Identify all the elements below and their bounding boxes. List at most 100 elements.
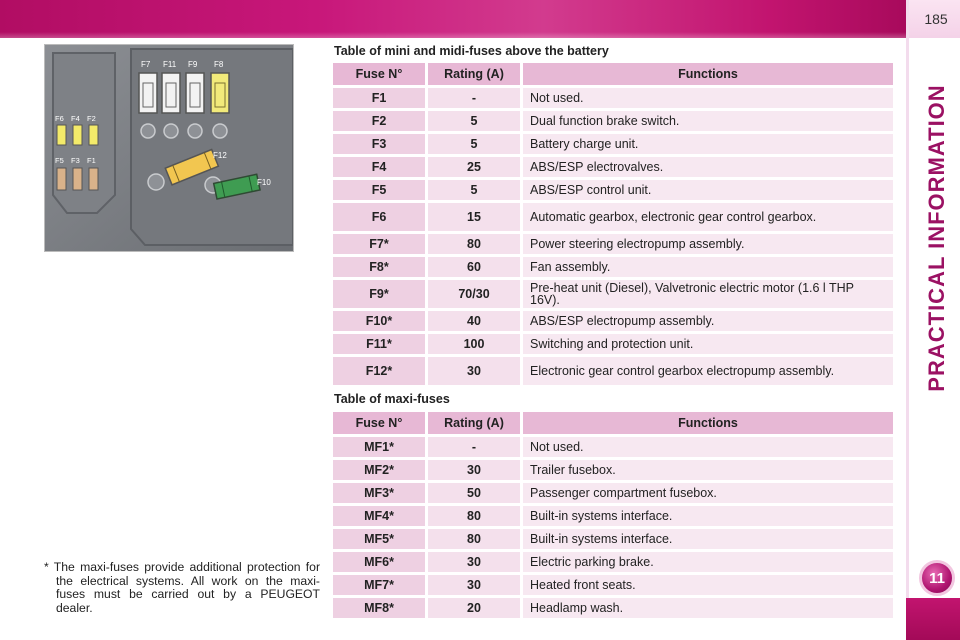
maxi-fuse-footnote: * The maxi-fuses provide additional prot… (44, 560, 320, 615)
header-rating: Rating (A) (428, 412, 523, 434)
fuse-number: MF6* (333, 552, 428, 572)
fuse-function: Not used. (523, 88, 893, 108)
fuse-box-photo: F7 F11 F9 F8 F12 (44, 44, 294, 252)
fuse-number: MF4* (333, 506, 428, 526)
fuse-rating: 80 (428, 234, 523, 254)
fuse-number: F10* (333, 311, 428, 331)
fuse-rating: 30 (428, 575, 523, 595)
fuse-rating: 5 (428, 180, 523, 200)
fuse-rating: 25 (428, 157, 523, 177)
fuse-number: F9* (333, 280, 428, 308)
label-f7: F7 (141, 60, 151, 69)
header-functions: Functions (523, 412, 893, 434)
fuse-number: F7* (333, 234, 428, 254)
fuse-rating: - (428, 88, 523, 108)
label-f1: F1 (87, 156, 96, 165)
fuse-rating: 40 (428, 311, 523, 331)
fuse-function: Electric parking brake. (523, 552, 893, 572)
fuse-rating: - (428, 437, 523, 457)
fuse-number: F3 (333, 134, 428, 154)
label-f9: F9 (188, 60, 198, 69)
fuse-rating: 30 (428, 552, 523, 572)
label-f11: F11 (163, 60, 177, 69)
fuse-number: MF5* (333, 529, 428, 549)
mini-fuse-row-top (56, 124, 99, 146)
mini-fuse-row-bottom (56, 167, 99, 191)
mini-fuse-table: Fuse N° Rating (A) Functions F1-Not used… (333, 60, 893, 388)
label-f3: F3 (71, 156, 80, 165)
sidebar-bottom-band (906, 598, 960, 640)
maxi-fuse-table: Fuse N° Rating (A) Functions MF1*-Not us… (333, 409, 893, 621)
fuse-rating: 30 (428, 460, 523, 480)
fuse-function: Built-in systems interface. (523, 529, 893, 549)
fuse-rating: 50 (428, 483, 523, 503)
fuse-rating: 30 (428, 357, 523, 385)
fuse-rating: 100 (428, 334, 523, 354)
fuse-number: F11* (333, 334, 428, 354)
mini-table-title: Table of mini and midi-fuses above the b… (334, 44, 609, 58)
table-header-row: Fuse N° Rating (A) Functions (333, 63, 893, 85)
fuse-number: F12* (333, 357, 428, 385)
label-f5: F5 (55, 156, 64, 165)
fuse-rating: 80 (428, 529, 523, 549)
fuse-number: F4 (333, 157, 428, 177)
fuse-function: ABS/ESP control unit. (523, 180, 893, 200)
top-banner (0, 0, 906, 38)
table-header-row: Fuse N° Rating (A) Functions (333, 412, 893, 434)
label-f6: F6 (55, 114, 64, 123)
fuse-rating: 60 (428, 257, 523, 277)
maxi-table-title: Table of maxi-fuses (334, 392, 450, 406)
table-row: MF1*-Not used. (333, 437, 893, 457)
fuse-number: F5 (333, 180, 428, 200)
label-f4: F4 (71, 114, 80, 123)
fuse-number: MF3* (333, 483, 428, 503)
fuse-rating: 80 (428, 506, 523, 526)
fuse-number: F1 (333, 88, 428, 108)
fuse-number: MF7* (333, 575, 428, 595)
header-fuse-number: Fuse N° (333, 63, 428, 85)
fuse-number: F6 (333, 203, 428, 231)
header-rating: Rating (A) (428, 63, 523, 85)
label-f12: F12 (213, 151, 227, 160)
fuse-function: ABS/ESP electropump assembly. (523, 311, 893, 331)
fuse-rating: 5 (428, 111, 523, 131)
fuse-function: Dual function brake switch. (523, 111, 893, 131)
label-f10: F10 (257, 178, 271, 187)
chapter-sidebar: 185 PRACTICAL INFORMATION 11 (906, 0, 960, 640)
header-fuse-number: Fuse N° (333, 412, 428, 434)
chapter-title-container: PRACTICAL INFORMATION (909, 40, 960, 550)
label-f8: F8 (214, 60, 224, 69)
fuse-function: Power steering electropump assembly. (523, 234, 893, 254)
chapter-title: PRACTICAL INFORMATION (924, 84, 949, 392)
fuse-number: MF1* (333, 437, 428, 457)
fuse-function: Automatic gearbox, electronic gear contr… (523, 203, 893, 231)
label-f2: F2 (87, 114, 96, 123)
fuse-function: Built-in systems interface. (523, 506, 893, 526)
fuse-number: MF2* (333, 460, 428, 480)
chapter-number-badge: 11 (919, 560, 955, 596)
fuse-function: ABS/ESP electrovalves. (523, 157, 893, 177)
fuse-function: Trailer fusebox. (523, 460, 893, 480)
fuse-function: Battery charge unit. (523, 134, 893, 154)
fuse-function: Passenger compartment fusebox. (523, 483, 893, 503)
header-functions: Functions (523, 63, 893, 85)
fuse-function: Electronic gear control gearbox electrop… (523, 357, 893, 385)
fuse-number: F8* (333, 257, 428, 277)
fuse-box-illustration: F7 F11 F9 F8 F12 (45, 45, 293, 251)
